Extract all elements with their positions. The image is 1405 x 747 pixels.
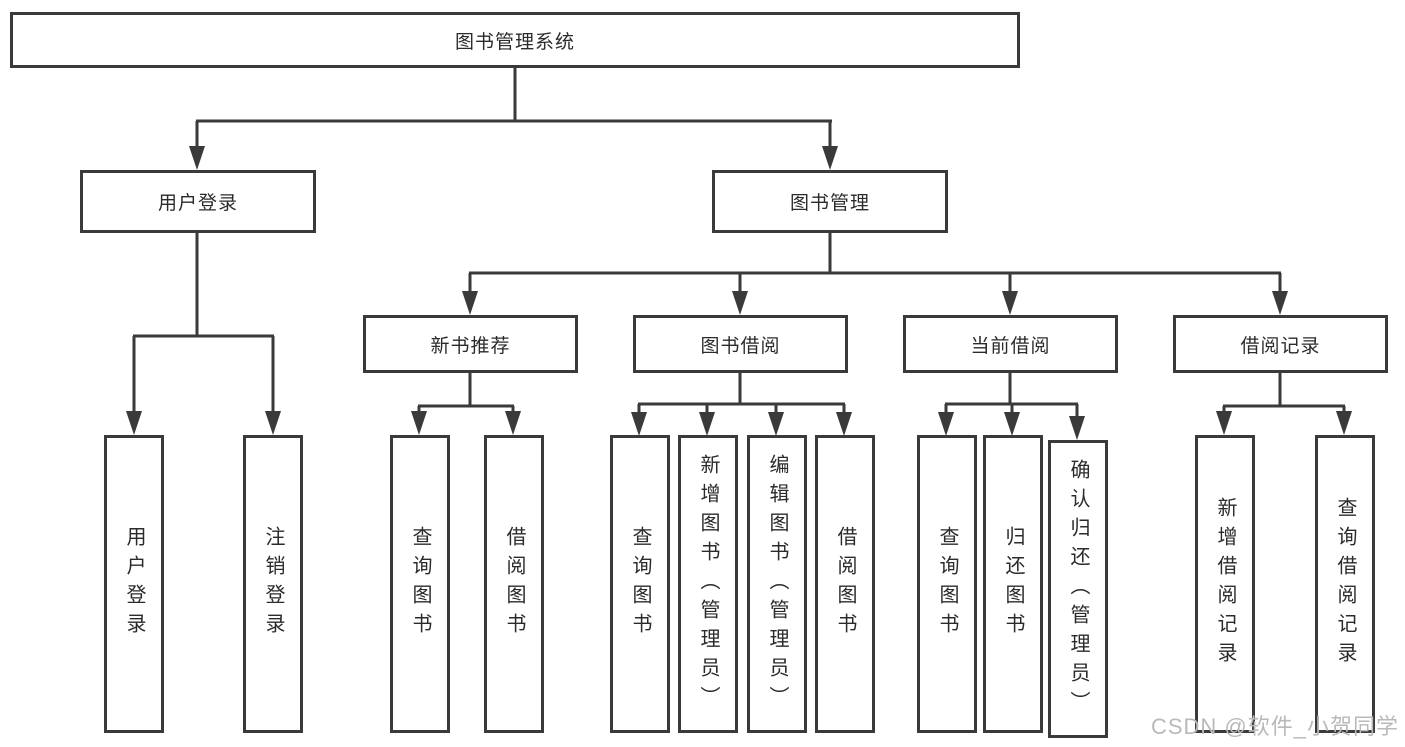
node-leaf-query-book-3: 查询图书 xyxy=(917,435,977,733)
node-label: 用户登录 xyxy=(157,193,238,214)
node-leaf-logout: 注销登录 xyxy=(243,435,303,733)
node-label: 借阅图书 xyxy=(503,526,525,642)
node-label: 查询图书 xyxy=(936,526,958,642)
node-leaf-confirm-return-admin: 确认归还（管理员） xyxy=(1048,440,1108,738)
node-label: 图书借阅 xyxy=(700,335,781,357)
node-new-book-recommend: 新书推荐 xyxy=(363,315,578,373)
node-leaf-add-borrow-record: 新增借阅记录 xyxy=(1195,435,1255,733)
node-label: 新增借阅记录 xyxy=(1214,497,1236,671)
node-label: 归还图书 xyxy=(1002,526,1024,642)
node-current-borrow: 当前借阅 xyxy=(903,315,1118,373)
node-label: 图书管理系统 xyxy=(454,31,575,53)
node-leaf-add-book-admin: 新增图书（管理员） xyxy=(678,435,738,733)
node-label: 查询图书 xyxy=(409,526,431,642)
node-user-login: 用户登录 xyxy=(80,170,316,233)
node-book-borrow: 图书借阅 xyxy=(633,315,848,373)
csdn-watermark: CSDN @软件_小贺同学 xyxy=(1150,714,1399,739)
node-leaf-query-borrow-record: 查询借阅记录 xyxy=(1315,435,1375,733)
node-label: 新书推荐 xyxy=(430,335,511,357)
node-leaf-borrow-book-1: 借阅图书 xyxy=(484,435,544,733)
node-label: 新增图书（管理员） xyxy=(697,453,719,715)
node-label: 注销登录 xyxy=(262,526,284,642)
node-leaf-borrow-book-2: 借阅图书 xyxy=(815,435,875,733)
node-borrow-record: 借阅记录 xyxy=(1173,315,1388,373)
node-leaf-query-book-1: 查询图书 xyxy=(390,435,450,733)
node-leaf-user-login: 用户登录 xyxy=(104,435,164,733)
node-label: 当前借阅 xyxy=(970,335,1051,357)
node-leaf-return-book: 归还图书 xyxy=(983,435,1043,733)
node-label: 查询借阅记录 xyxy=(1334,497,1356,671)
node-leaf-query-book-2: 查询图书 xyxy=(610,435,670,733)
node-label: 借阅记录 xyxy=(1240,335,1321,357)
node-leaf-edit-book-admin: 编辑图书（管理员） xyxy=(747,435,807,733)
node-label: 查询图书 xyxy=(629,526,651,642)
node-label: 编辑图书（管理员） xyxy=(766,453,788,715)
node-label: 用户登录 xyxy=(123,526,145,642)
node-label: 图书管理 xyxy=(789,193,870,214)
node-book-management-system: 图书管理系统 xyxy=(10,12,1020,68)
node-book-management: 图书管理 xyxy=(712,170,948,233)
node-label: 确认归还（管理员） xyxy=(1067,458,1089,720)
node-label: 借阅图书 xyxy=(834,526,856,642)
